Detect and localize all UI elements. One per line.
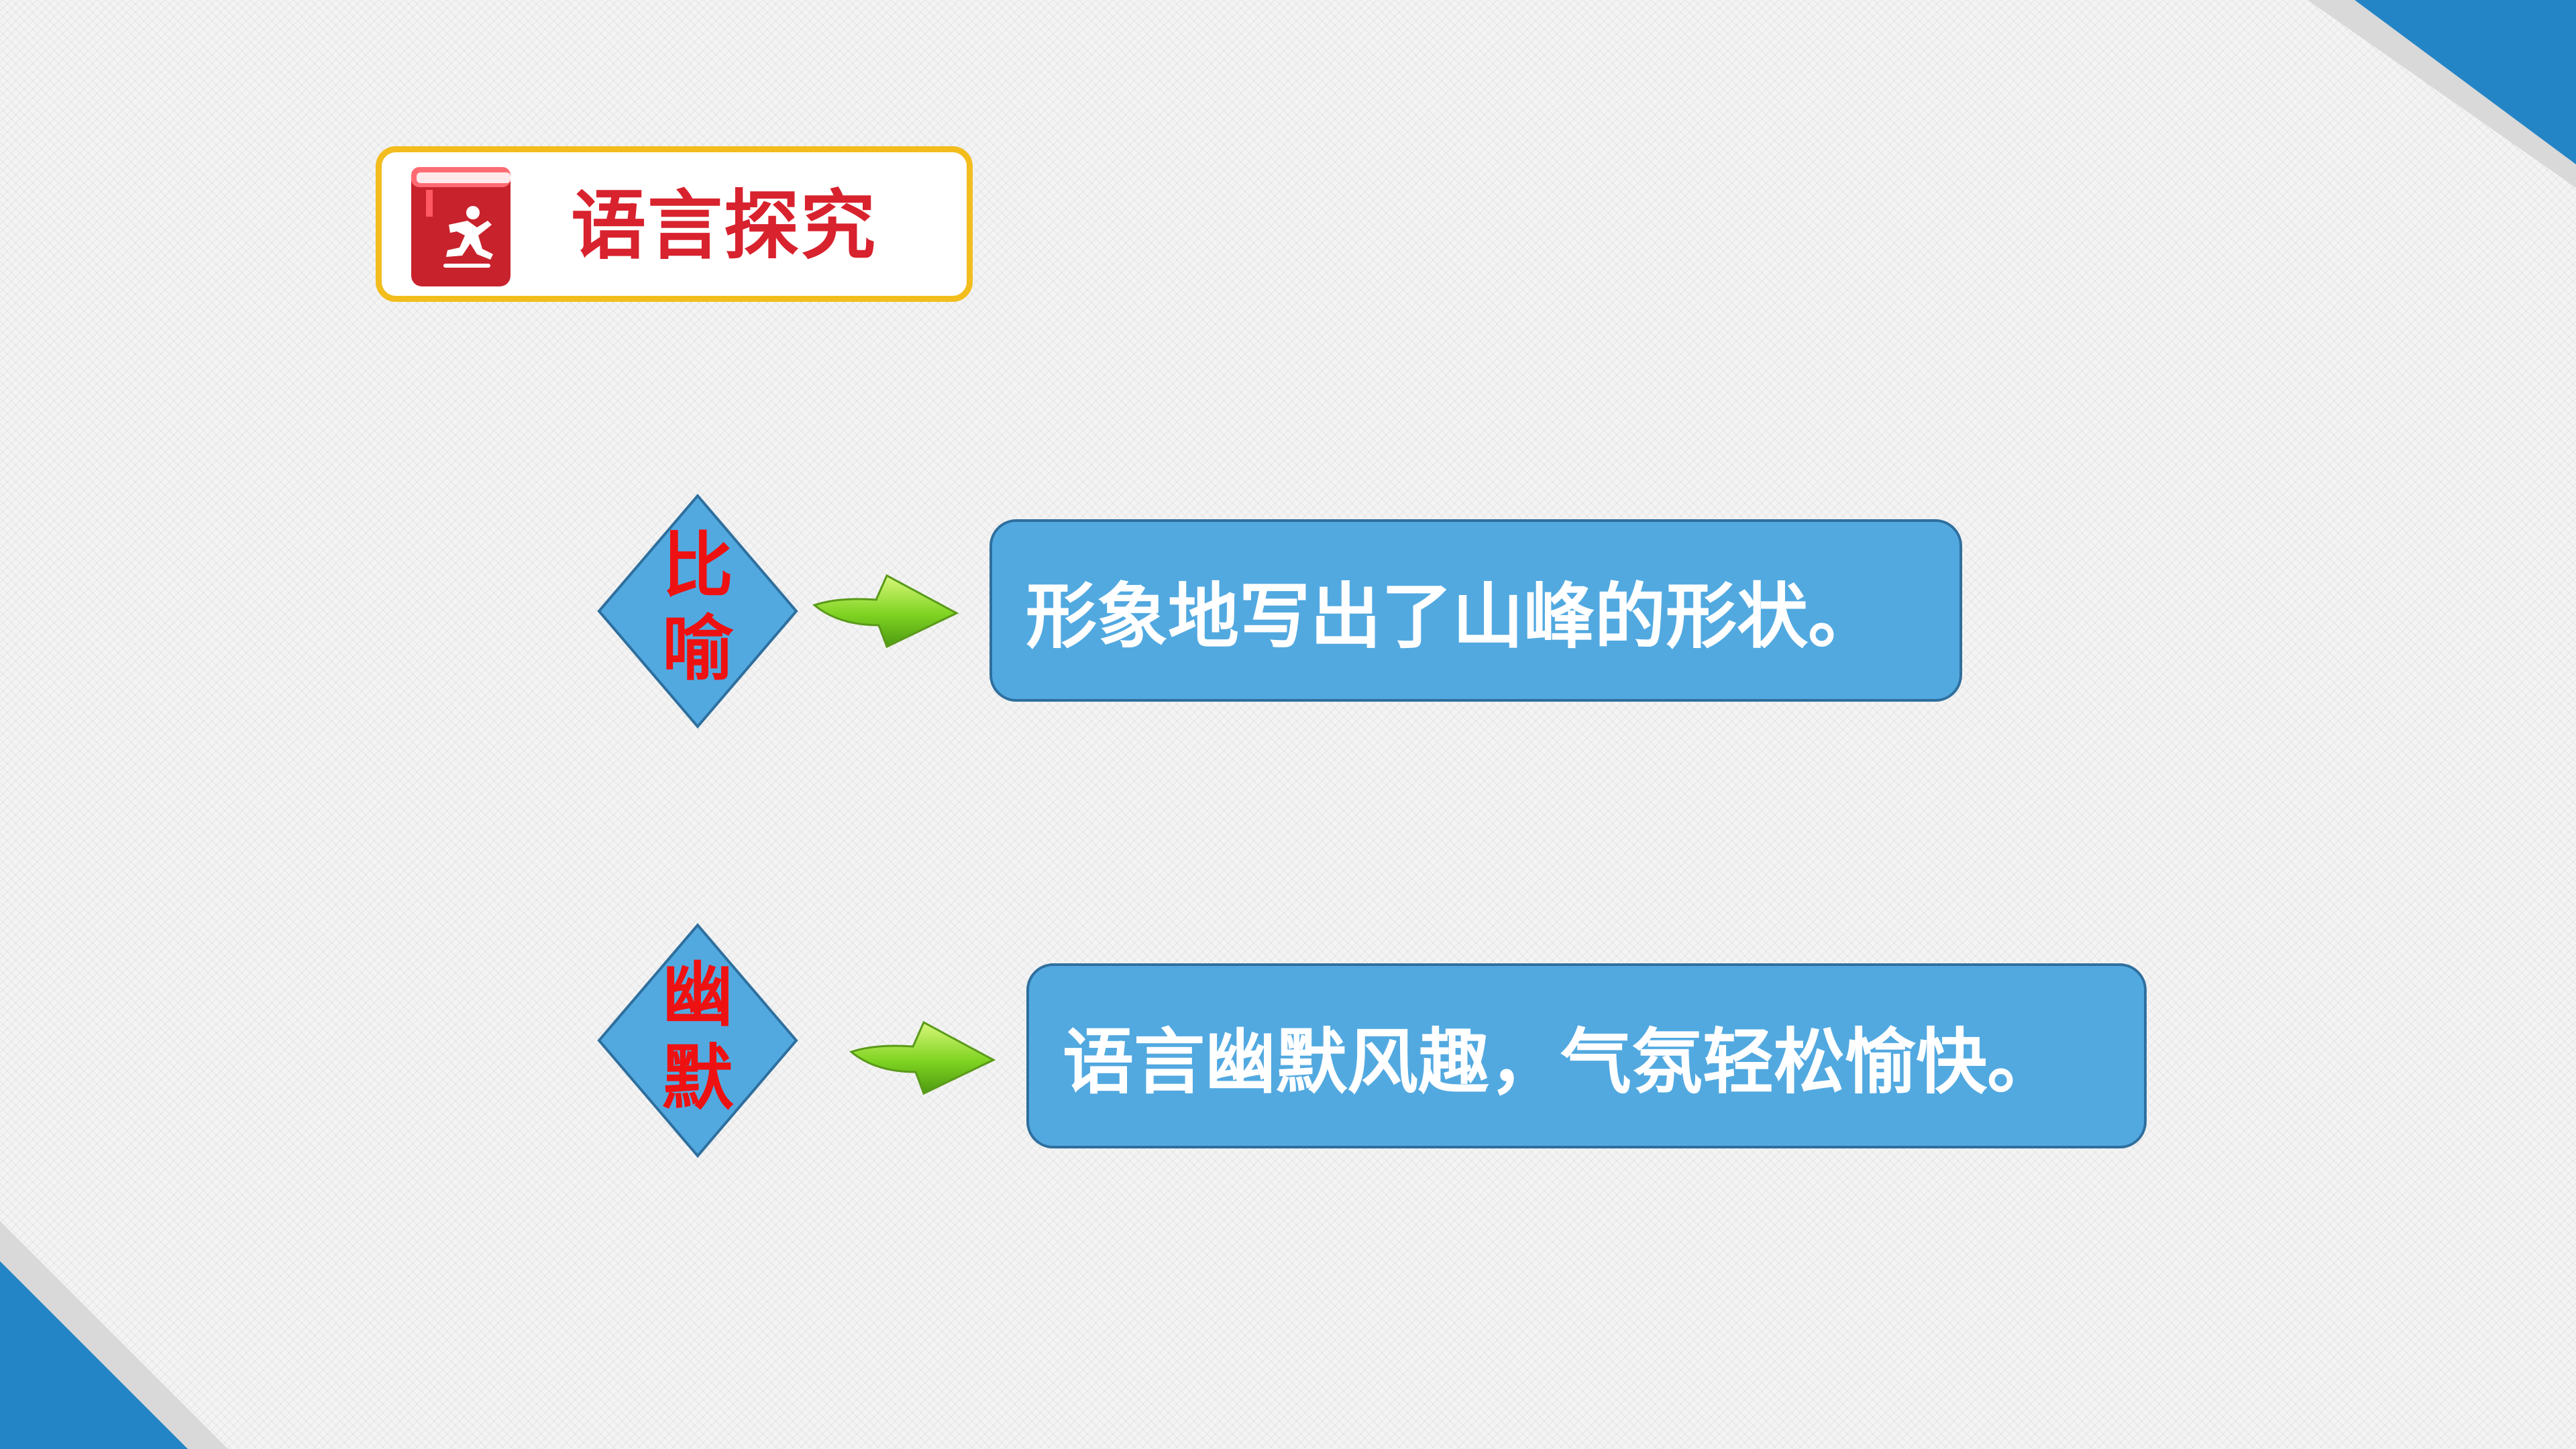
green-arrow-icon bbox=[812, 574, 959, 649]
corner-decoration-bottom-left bbox=[0, 1221, 228, 1449]
section-title-box: 语言探究 bbox=[376, 146, 973, 302]
corner-decoration-top-right bbox=[2308, 0, 2576, 188]
page-title: 语言探究 bbox=[571, 182, 877, 270]
explanation-text: 形象地写出了山峰的形状。 bbox=[1026, 576, 1879, 658]
green-arrow-icon bbox=[849, 1020, 996, 1095]
diamond-shape bbox=[597, 923, 798, 1158]
explanation-text: 语言幽默风趣，气氛轻松愉快。 bbox=[1063, 1021, 2058, 1104]
explanation-box: 形象地写出了山峰的形状。 bbox=[989, 519, 1962, 702]
book-runner-icon bbox=[411, 167, 511, 286]
explanation-box: 语言幽默风趣，气氛轻松愉快。 bbox=[1026, 963, 2147, 1148]
diamond-label-top: 幽 bbox=[662, 954, 733, 1036]
diamond-label-top: 比 bbox=[662, 525, 733, 607]
diamond-label-bottom: 默 bbox=[662, 1037, 733, 1120]
diamond-label-bottom: 喻 bbox=[662, 608, 733, 690]
figure-label-diamond: 幽 默 bbox=[597, 923, 798, 1158]
diamond-shape bbox=[597, 494, 798, 729]
figure-label-diamond: 比 喻 bbox=[597, 494, 798, 729]
